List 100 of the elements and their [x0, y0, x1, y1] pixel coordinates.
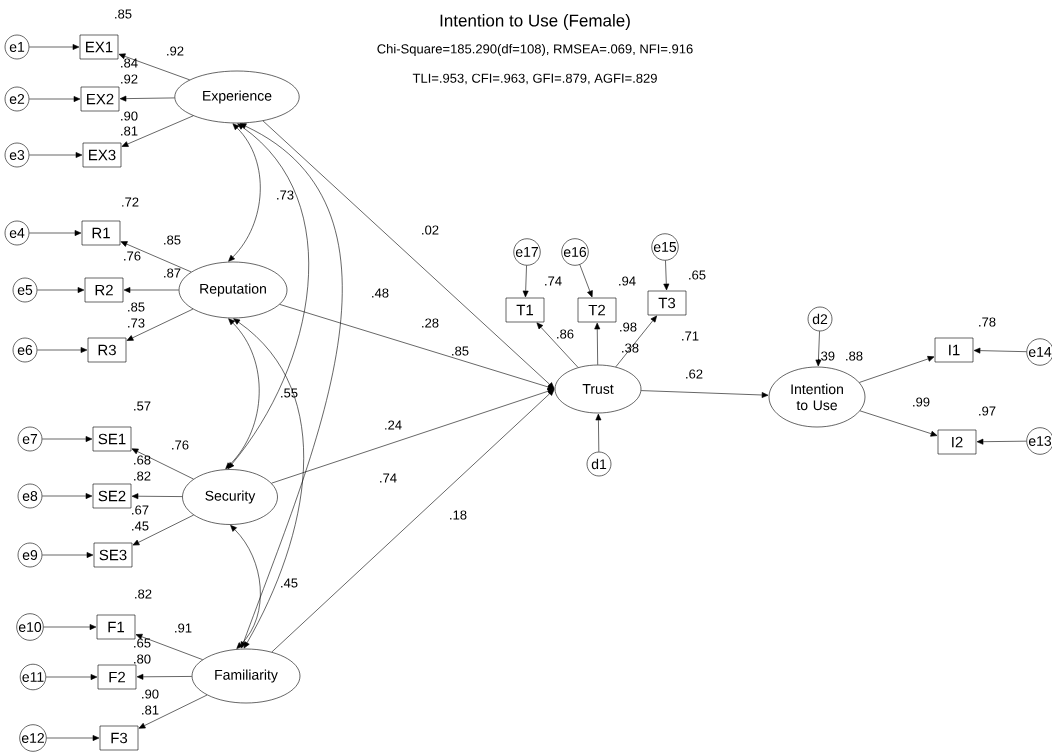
indicator-box: SE2	[92, 483, 132, 509]
arrow	[536, 322, 579, 368]
coefficient-label: .92	[167, 46, 184, 56]
indicator-box: SE1	[92, 426, 132, 452]
coefficient-label: .97	[979, 406, 996, 416]
arrow	[121, 115, 194, 147]
arrow	[138, 694, 208, 729]
indicator-box: T2	[577, 297, 617, 323]
arrow	[42, 436, 93, 442]
arrow	[132, 514, 194, 546]
coefficient-label: .82	[135, 589, 152, 599]
coefficient-label: .55	[281, 388, 298, 398]
arrow	[262, 120, 555, 389]
arrow	[859, 410, 938, 437]
coefficient-label: .65	[134, 638, 151, 648]
arrow	[131, 448, 194, 480]
indicator-box: R1	[81, 220, 121, 246]
arrow	[615, 315, 657, 368]
coefficient-label: .28	[422, 318, 439, 328]
arrow	[579, 264, 593, 298]
coefficient-label: .92	[121, 74, 138, 84]
coefficient-label: .87	[164, 268, 181, 278]
correlation-arrow	[230, 525, 261, 649]
indicator-box: I1	[934, 337, 974, 363]
coefficient-label: .38	[622, 343, 639, 353]
arrow	[640, 390, 769, 398]
arrow	[43, 624, 97, 630]
arrow	[119, 95, 175, 102]
title: Intention to Use (Female)	[440, 14, 630, 30]
coefficient-label: .90	[121, 111, 138, 121]
arrow	[29, 230, 82, 236]
arrow	[123, 287, 179, 293]
indicator-box: EX3	[82, 142, 122, 168]
indicator-box: R2	[84, 277, 124, 303]
arrow	[859, 356, 935, 383]
arrow	[594, 322, 601, 365]
coefficient-label: .86	[557, 329, 574, 339]
indicator-box: F1	[96, 614, 136, 640]
fit-statistics: Chi-Square=185.290(df=108), RMSEA=.069, NFI=.916	[377, 43, 693, 57]
coefficient-label: .94	[619, 276, 636, 286]
coefficient-label: .82	[134, 471, 151, 481]
arrow	[126, 308, 194, 341]
arrow	[29, 44, 80, 50]
arrow	[120, 241, 192, 273]
arrow	[271, 389, 555, 653]
correlation-arrow	[233, 318, 304, 649]
arrow	[37, 347, 88, 353]
arrow	[522, 265, 529, 298]
correlation-arrow	[225, 318, 260, 470]
coefficient-label: .67	[132, 505, 149, 515]
arrow	[29, 152, 83, 158]
coefficient-label: .85	[164, 235, 181, 245]
arrow	[136, 673, 192, 680]
coefficient-label: .88	[846, 351, 863, 361]
indicator-box: T1	[505, 297, 545, 323]
coefficient-label: .85	[452, 346, 469, 356]
correlation-arrow	[227, 123, 309, 469]
indicator-box: F2	[97, 664, 137, 690]
coefficient-label: .45	[132, 521, 149, 531]
arrow	[279, 304, 555, 390]
arrow	[37, 287, 85, 293]
coefficient-label: .84	[121, 58, 138, 68]
coefficient-label: .65	[689, 270, 706, 280]
arrow	[42, 493, 93, 499]
arrow	[973, 347, 1027, 354]
coefficient-label: .73	[277, 190, 294, 200]
arrow	[595, 413, 602, 452]
indicator-box: EX2	[80, 86, 120, 112]
coefficient-label: .91	[175, 623, 192, 633]
coefficient-label: .18	[450, 510, 467, 520]
coefficient-label: .99	[913, 397, 930, 407]
coefficient-label: .80	[134, 654, 151, 664]
coefficient-label: .02	[422, 225, 439, 235]
coefficient-label: .39	[818, 351, 835, 361]
indicator-box: F3	[99, 725, 139, 751]
indicator-box: I2	[937, 429, 977, 455]
coefficient-label: .74	[380, 473, 397, 483]
arrow	[663, 260, 670, 291]
coefficient-label: .48	[372, 288, 389, 298]
indicator-box: SE3	[93, 542, 133, 568]
coefficient-label: .85	[115, 9, 132, 19]
arrow	[976, 438, 1027, 445]
correlation-arrow	[239, 123, 343, 649]
arrow	[42, 552, 94, 558]
coefficient-label: .68	[134, 455, 151, 465]
coefficient-label: .81	[121, 126, 138, 136]
coefficient-label: .90	[142, 689, 159, 699]
coefficient-label: .73	[128, 318, 145, 328]
correlation-arrow	[228, 123, 261, 262]
arrow	[45, 674, 98, 680]
coefficient-label: .78	[979, 317, 996, 327]
coefficient-label: .57	[134, 401, 151, 411]
coefficient-label: .24	[385, 420, 402, 430]
arrow	[815, 331, 822, 367]
coefficient-label: .62	[686, 369, 703, 379]
fit-statistics: TLI=.953, CFI=.963, GFI=.879, AGFI=.829	[412, 73, 657, 85]
arrow	[29, 96, 81, 102]
coefficient-label: .76	[124, 251, 141, 261]
coefficient-label: .71	[682, 331, 699, 341]
coefficient-label: .72	[122, 197, 139, 207]
